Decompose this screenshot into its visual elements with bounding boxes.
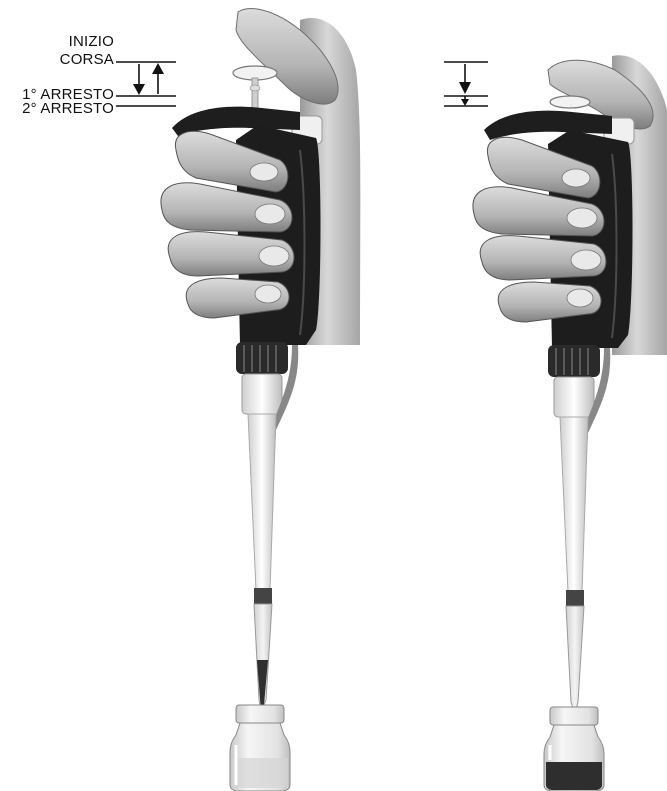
stroke-indicator-right <box>444 62 488 106</box>
shaft-right <box>560 417 588 592</box>
shaft-left <box>248 414 276 590</box>
plunger-knob-right <box>550 96 590 108</box>
vial-cap-left <box>236 705 284 723</box>
stroke-indicator-left <box>116 62 176 106</box>
pipette-right-assembly <box>473 55 667 791</box>
label-start-line1: INIZIO <box>62 34 114 49</box>
label-start-line2: CORSA <box>52 52 114 67</box>
label-second-stop: 2° ARRESTO <box>4 101 114 116</box>
tip-right <box>566 606 584 714</box>
vial-cap-right <box>550 707 598 725</box>
pipette-left-assembly <box>161 9 360 791</box>
liquid-right <box>546 762 602 790</box>
